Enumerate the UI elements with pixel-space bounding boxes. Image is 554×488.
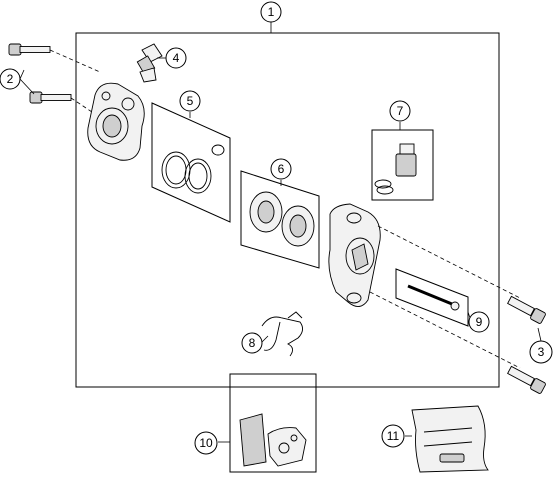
callout-3-label: 3 xyxy=(538,345,545,359)
callout-7-label: 7 xyxy=(397,104,404,118)
callout-5-label: 5 xyxy=(187,94,194,108)
callout-10: 10 xyxy=(194,431,218,455)
callout-9: 9 xyxy=(468,311,490,333)
callout-8-label: 8 xyxy=(249,336,256,350)
part-bolts-right xyxy=(507,295,546,394)
callout-6: 6 xyxy=(270,158,292,180)
callout-11-label: 11 xyxy=(387,429,400,443)
callout-3: 3 xyxy=(529,340,553,364)
callout-9-label: 9 xyxy=(476,315,483,329)
part-seal-kit xyxy=(151,102,231,223)
bolt-top-left xyxy=(8,43,101,73)
callout-11: 11 xyxy=(381,424,405,448)
callout-5: 5 xyxy=(179,90,201,112)
bolt-top-right xyxy=(507,295,546,324)
callout-1: 1 xyxy=(260,1,282,23)
callout-6-label: 6 xyxy=(278,162,285,176)
callout-1-label: 1 xyxy=(268,5,275,19)
part-spring-clip xyxy=(261,311,303,357)
part-caliper-bracket xyxy=(87,82,145,161)
part-bolts-left xyxy=(8,43,101,117)
callout-4-label: 4 xyxy=(173,51,180,65)
part-guide-pin xyxy=(395,268,471,327)
part-bleeder-kit xyxy=(371,122,434,201)
part-brake-pads xyxy=(218,373,317,473)
part-bleed-screw xyxy=(136,43,166,83)
bolt-bottom-left xyxy=(29,91,99,117)
callout-2-label: 2 xyxy=(7,72,14,86)
part-pistons xyxy=(240,170,320,269)
assembly-frame xyxy=(75,32,500,388)
callout-2: 2 xyxy=(0,68,21,90)
bolt-bottom-right xyxy=(507,365,546,394)
callout-8: 8 xyxy=(241,332,263,354)
part-lube-pack xyxy=(405,405,489,473)
callout-10-label: 10 xyxy=(199,436,213,450)
callout-7: 7 xyxy=(389,100,411,122)
callout-4: 4 xyxy=(165,47,187,69)
part-caliper-body xyxy=(328,203,521,369)
